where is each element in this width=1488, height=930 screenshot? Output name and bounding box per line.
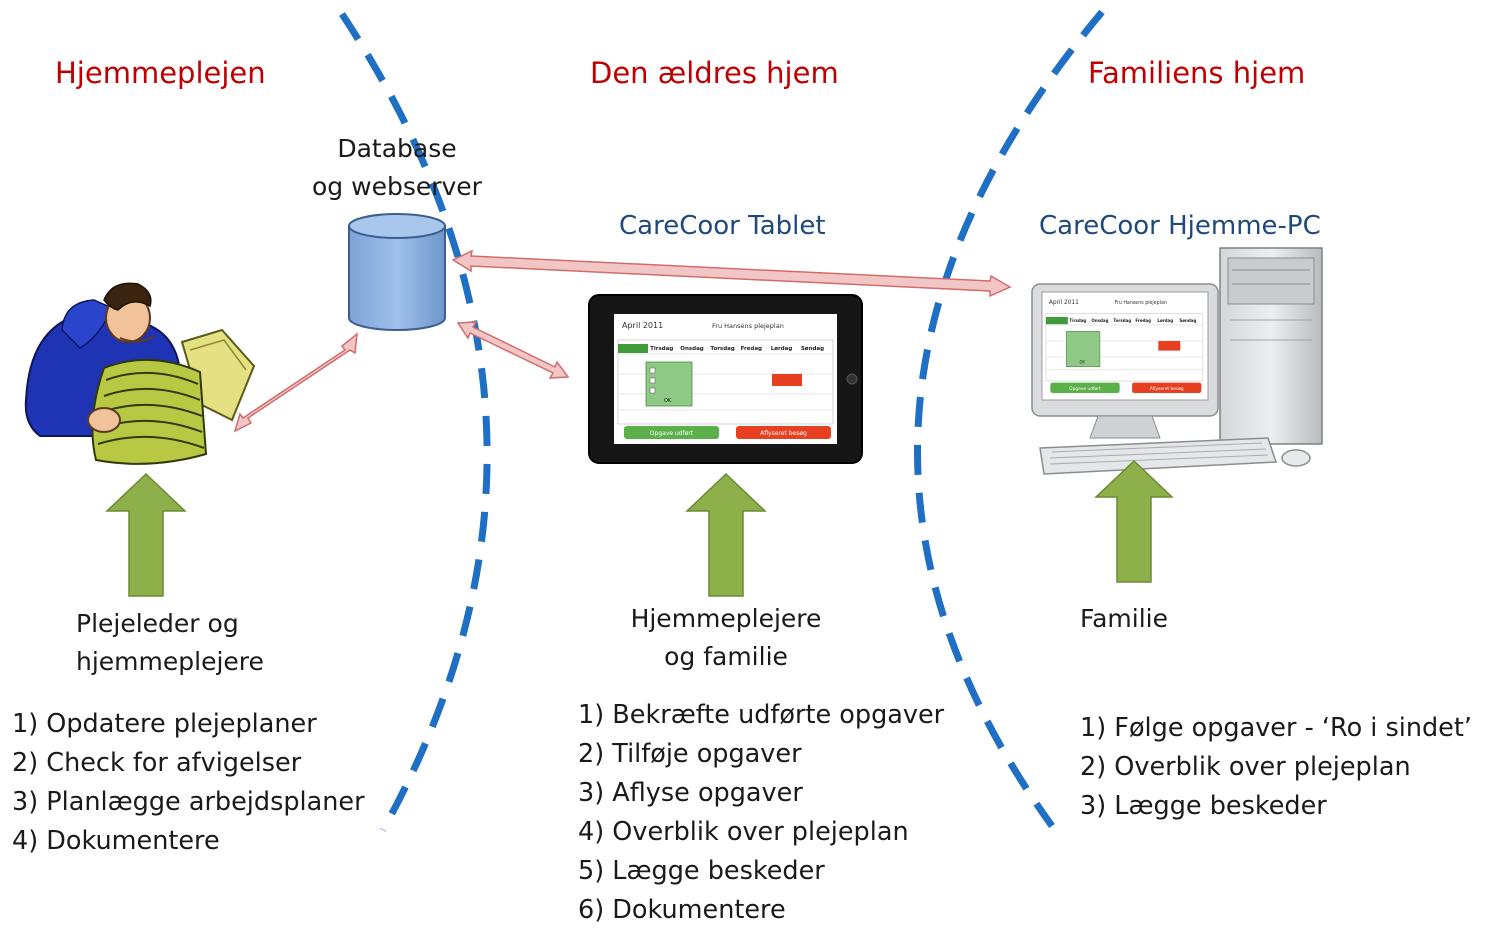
database-label-line2: og webserver [312, 172, 482, 201]
screen-popup-ok: OK [1080, 359, 1086, 364]
screen-month: April 2011 [622, 321, 663, 330]
screen-day-label: Tirsdag [1069, 318, 1086, 323]
zone-title-right: Familiens hjem [1088, 56, 1306, 90]
database-label-line1: Database [337, 134, 457, 163]
screen-heading: Fru Hansens plejeplan [712, 322, 784, 330]
pc-screen: April 2011 Fru Hansens plejeplan MandagT… [1045, 299, 1204, 393]
task-item: 4) Dokumentere [12, 826, 220, 856]
task-list-left: 1) Opdatere plejeplaner 2) Check for afv… [12, 705, 365, 861]
task-list-right: 1) Følge opgaver - ‘Ro i sindet’ 2) Over… [1080, 709, 1472, 826]
link-arrow-db-tablet [456, 321, 570, 379]
device-title-pc: CareCoor Hjemme-PC [1039, 211, 1321, 241]
care-plan-screen: April 2011 Fru Hansens plejeplan MandagT… [1045, 299, 1204, 393]
tablet-screen: April 2011 Fru Hansens plejeplan MandagT… [617, 321, 834, 439]
database-label: Database og webserver [296, 130, 498, 206]
actor-label-left: Plejeleder og hjemmeplejere [76, 605, 264, 681]
task-list-middle: 1) Bekræfte udførte opgaver 2) Tilføje o… [578, 696, 944, 930]
screen-heading: Fru Hansens plejeplan [1115, 300, 1167, 306]
task-item: 4) Overblik over plejeplan [578, 817, 909, 847]
screen-task-button-label: Opgave udført [650, 430, 694, 437]
screen-day-label: Lørdag [771, 346, 793, 352]
task-item: 3) Aflyse opgaver [578, 778, 803, 808]
screen-day-label: Torsdag [1113, 318, 1131, 323]
device-title-tablet: CareCoor Tablet [619, 211, 826, 241]
screen-day-label: Fredag [1135, 318, 1151, 323]
link-arrow-db-pc [451, 249, 1012, 298]
task-item: 1) Opdatere plejeplaner [12, 709, 317, 739]
screen-cancel-button [1132, 382, 1202, 393]
zone-title-middle: Den ældres hjem [590, 56, 839, 90]
screen-popup-ok: OK [664, 398, 672, 404]
actor-label-middle-line2: og familie [664, 642, 788, 671]
database-icon [348, 213, 446, 331]
screen-day-label: Fredag [741, 346, 762, 352]
up-arrow-middle-icon [685, 472, 767, 597]
up-arrow-right-icon [1094, 459, 1174, 583]
screen-cancel-button-label: Aflyseret besøg [1150, 386, 1184, 392]
screen-task-button [1050, 382, 1120, 393]
actor-label-middle: Hjemmeplejere og familie [596, 600, 856, 676]
task-item: 1) Følge opgaver - ‘Ro i sindet’ [1080, 713, 1472, 743]
link-arrow-db-office [233, 332, 358, 433]
task-item: 3) Lægge beskeder [1080, 791, 1327, 821]
screen-day-label: Tirsdag [650, 346, 673, 352]
screen-cancel-button-label: Aflyseret besøg [760, 430, 807, 437]
task-item: 6) Dokumentere [578, 895, 786, 925]
screen-day-label: Lørdag [1157, 318, 1173, 323]
office-worker-icon [24, 282, 256, 465]
actor-label-right: Familie [1080, 604, 1168, 633]
zone-title-left: Hjemmeplejen [55, 56, 266, 90]
task-item: 2) Overblik over plejeplan [1080, 752, 1411, 782]
up-arrow-left-icon [105, 472, 187, 597]
task-item: 5) Lægge beskeder [578, 856, 825, 886]
actor-label-left-line1: Plejeleder og [76, 609, 239, 638]
screen-day-label: Onsdag [1091, 318, 1108, 323]
actor-label-left-line2: hjemmeplejere [76, 647, 264, 676]
care-plan-screen: April 2011 Fru Hansens plejeplan MandagT… [617, 321, 834, 439]
screen-day-label: Søndag [801, 346, 824, 352]
screen-task-button [624, 426, 719, 439]
task-item: 2) Tilføje opgaver [578, 739, 802, 769]
screen-day-label: Onsdag [680, 346, 704, 352]
task-item: 3) Planlægge arbejdsplaner [12, 787, 365, 817]
screen-day-label: Søndag [1179, 318, 1196, 323]
screen-month: April 2011 [1049, 299, 1079, 306]
zone-divider-left [339, 12, 491, 832]
zone-divider-right [914, 9, 1105, 829]
screen-day-label: Torsdag [710, 346, 734, 352]
actor-label-middle-line1: Hjemmeplejere [630, 604, 822, 633]
task-item: 1) Bekræfte udførte opgaver [578, 700, 945, 730]
screen-cancel-button [736, 426, 831, 439]
task-item: 2) Check for afvigelser [12, 748, 302, 778]
screen-task-button-label: Opgave udført [1069, 386, 1101, 392]
